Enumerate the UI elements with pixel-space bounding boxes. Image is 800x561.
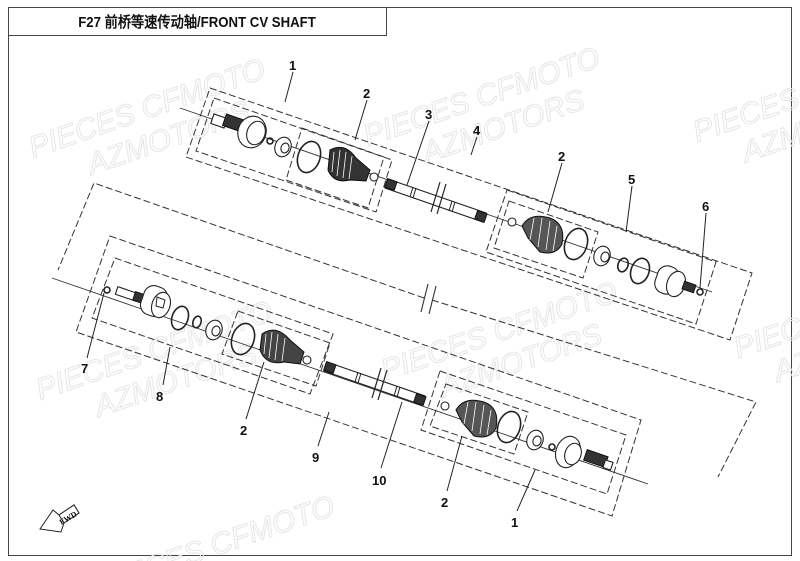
frame-5 <box>485 189 717 325</box>
shaft-top <box>384 177 488 223</box>
upper-assembly <box>179 87 753 341</box>
frame-2-bottom-right <box>429 383 529 455</box>
frame-2-top-right <box>493 200 599 279</box>
callout-2-top-right: 2 <box>558 149 565 164</box>
callout-6: 6 <box>702 199 709 214</box>
frame-2-top-left <box>285 127 385 209</box>
callout-1-top: 1 <box>289 58 296 73</box>
leader-lines <box>86 71 707 512</box>
boot-kit-bottom-left <box>230 322 312 365</box>
circlip-7 <box>103 286 111 294</box>
callout-9: 9 <box>312 450 319 465</box>
callout-7: 7 <box>81 361 88 376</box>
break-symbol-center <box>420 283 437 315</box>
boot-kit-top-right <box>507 215 589 261</box>
fwd-arrow-icon: FWD <box>39 504 80 533</box>
callout-4: 4 <box>473 123 481 138</box>
frame-8 <box>91 257 334 395</box>
outer-cv-joint-top <box>210 113 292 158</box>
callout-2-bottom-left: 2 <box>240 423 247 438</box>
boot-kit-bottom-right <box>440 399 522 444</box>
callout-1-bottom: 1 <box>511 515 518 530</box>
callout-labels: 1 2 3 4 2 5 6 7 8 2 9 10 2 1 <box>81 58 709 530</box>
boot-kit-top-left <box>296 140 379 182</box>
title-box: F27 前桥等速传动轴/FRONT CV SHAFT <box>8 7 387 36</box>
lower-assembly <box>51 182 757 517</box>
frame-1-bottom <box>420 370 627 495</box>
inner-cv-joint-bottom <box>114 285 223 341</box>
callout-2-bottom-right: 2 <box>441 495 448 510</box>
diagram-frame <box>8 7 792 556</box>
callout-2-top-left: 2 <box>363 86 370 101</box>
callout-5: 5 <box>628 172 635 187</box>
callout-8: 8 <box>156 389 163 404</box>
circlip-6 <box>696 288 704 296</box>
callout-10: 10 <box>372 473 386 488</box>
frame-connector-left <box>57 182 425 299</box>
callout-3: 3 <box>425 107 432 122</box>
frame-2-bottom-left <box>221 310 331 387</box>
inner-cv-joint-top <box>593 245 697 298</box>
frame-connector-right <box>431 299 757 478</box>
watermark-pieces-cfmoto: PIECES CFMOTO <box>94 489 339 561</box>
shaft-bottom <box>323 360 427 406</box>
frame-4 <box>185 87 753 341</box>
page-title: F27 前桥等速传动轴/FRONT CV SHAFT <box>78 14 317 31</box>
frame-9 <box>75 235 642 517</box>
outer-cv-joint-bottom <box>526 429 614 471</box>
